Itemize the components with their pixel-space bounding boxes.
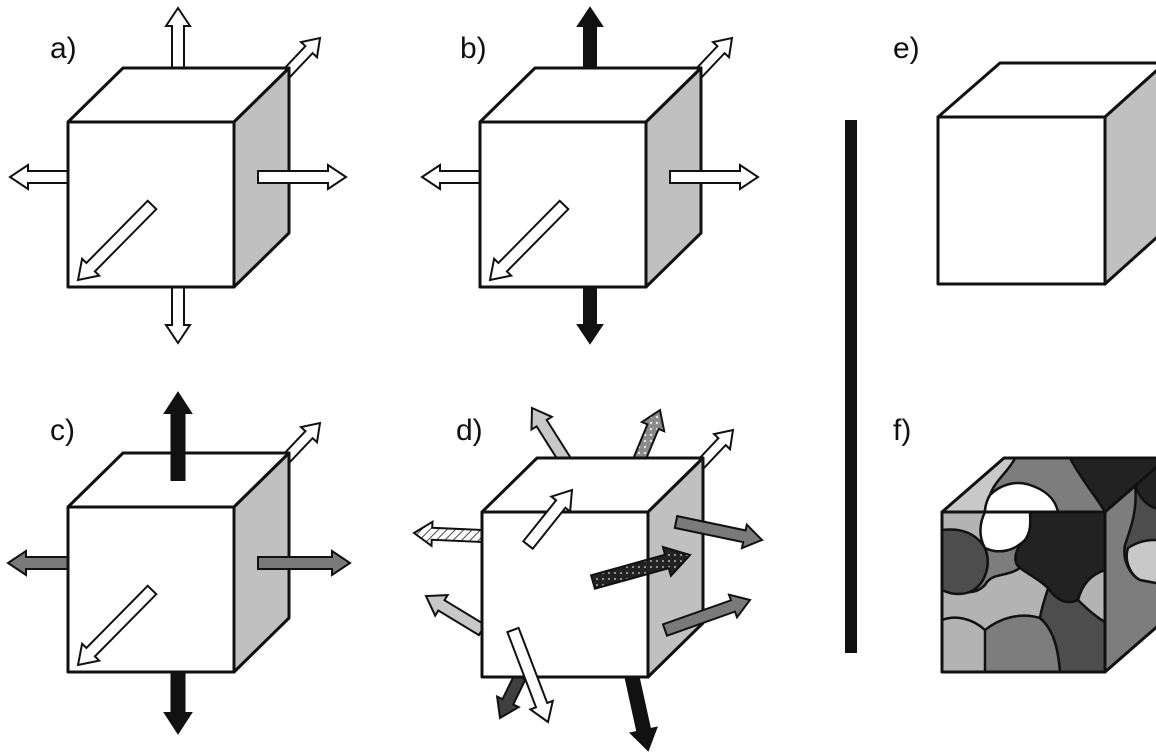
arrow-d-black-down [624, 674, 658, 752]
arrow-b-down [576, 286, 604, 345]
arrow-c-up [163, 391, 193, 481]
arrow-d-top-white [521, 488, 574, 551]
panel-label-b: b) [460, 32, 487, 65]
arrow-d-dark-down-left [495, 673, 527, 720]
grain-boundary [942, 616, 986, 631]
grain [983, 481, 1060, 512]
arrow-d-white-down [506, 626, 555, 724]
cube-d-front-face [480, 510, 650, 679]
cube-f [940, 456, 1156, 674]
cube-f-top-face [942, 458, 1156, 512]
arrow-b-front-diagonal [488, 199, 570, 282]
arrow-d-gray-right [661, 593, 752, 637]
cube-e [936, 61, 1156, 286]
separator-bar [845, 120, 857, 653]
panel-label-a: a) [50, 32, 77, 65]
arrow-d-black-dotted [589, 545, 692, 590]
arrow-c-front-diagonal [76, 584, 158, 667]
grain [1038, 585, 1105, 672]
arrow-b-right [669, 163, 760, 191]
arrow-d-dark-right [673, 514, 764, 550]
arrow-d-hatched-left [412, 519, 484, 548]
cube-e-front-face [936, 115, 1107, 286]
arrow-layer-front [76, 163, 764, 724]
grain [979, 512, 1032, 553]
arrow-c-down [163, 671, 193, 735]
arrow-a-right [257, 163, 348, 191]
grain [1133, 458, 1156, 512]
cube-f-front-face [942, 512, 1105, 672]
arrow-a-front-diagonal [76, 199, 158, 282]
arrow-b-left [420, 163, 481, 191]
panel-label-c: c) [50, 414, 75, 447]
arrow-c-left [6, 549, 69, 577]
panel-label-e: e) [893, 32, 920, 65]
grain [1067, 458, 1156, 512]
panel-label-d: d) [456, 414, 483, 447]
cube-d [480, 456, 705, 679]
arrow-d-light-left [424, 594, 487, 637]
cube-f-side-face [1105, 458, 1156, 672]
grain [1125, 538, 1156, 587]
arrow-c-right [257, 549, 352, 577]
cube-b [478, 66, 703, 289]
arrow-a-down [164, 286, 192, 345]
arrow-a-left [8, 163, 69, 191]
panel-label-f: f) [893, 414, 911, 447]
